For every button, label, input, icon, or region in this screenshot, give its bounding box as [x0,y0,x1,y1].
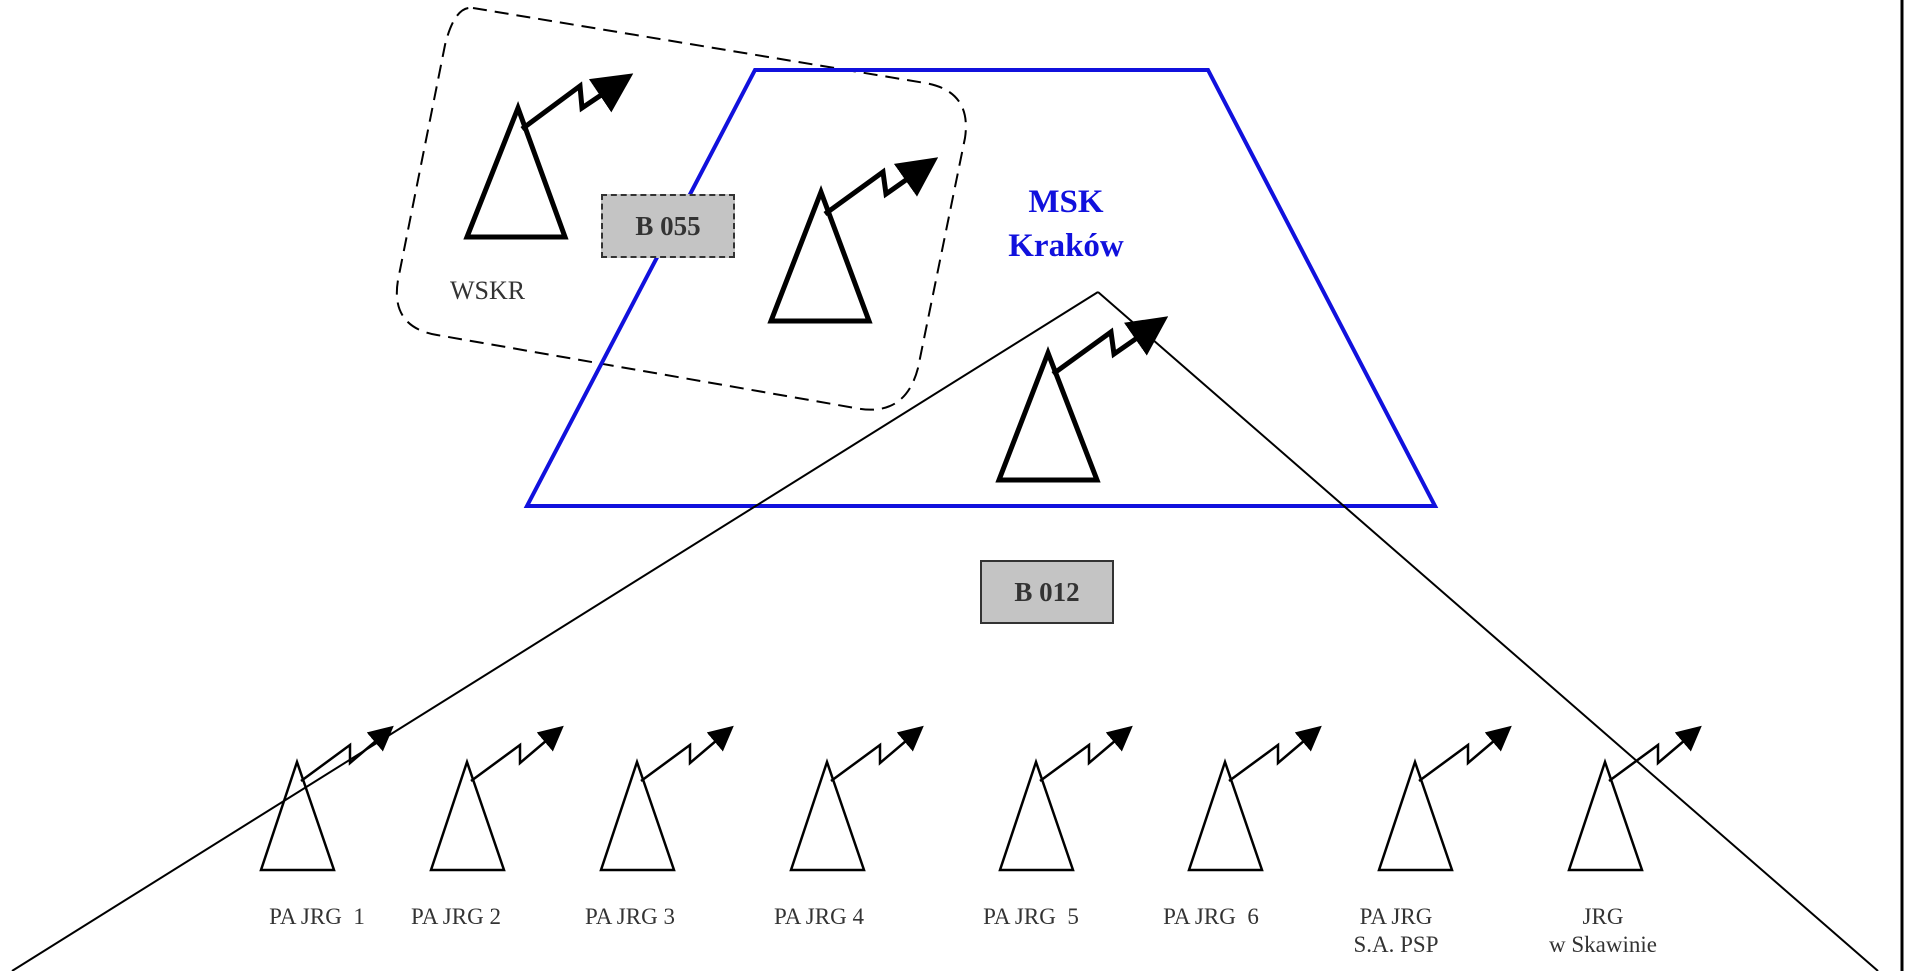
station-label-3: PA JRG 3 [585,903,675,931]
station-antennas [259,725,1702,872]
radio-signal-arrow-icon [470,725,564,783]
station-label-line2: S.A. PSP [1353,932,1439,957]
station-label-2: PA JRG 2 [411,903,501,931]
radio-signal-arrow-icon [1051,316,1169,377]
station-label-7: PA JRG S.A. PSP [1353,903,1438,959]
station-label-line1: PA JRG 4 [774,904,864,929]
msk-antenna [995,316,1169,483]
station-label-line1: PA JRG 1 [269,904,365,929]
radio-signal-arrow-icon [300,725,394,783]
station-label-line1: PA JRG 6 [1163,904,1259,929]
antenna-tower-icon [599,758,676,872]
station-label-5: PA JRG 5 [983,903,1079,931]
station-antenna-5 [998,725,1133,872]
wskr-antenna [463,73,634,240]
msk-krakow-region [523,68,1439,508]
station-label-8: JRG w Skawinie [1549,903,1657,959]
coverage-line-left [11,291,1099,971]
station-label-line1: JRG [1582,904,1624,929]
antenna-tower-icon [259,758,336,872]
station-label-line1: PA JRG 5 [983,904,1079,929]
msk-title-line1: MSK [1028,184,1104,220]
antenna-tower-icon [1187,758,1264,872]
station-antenna-2 [429,725,564,872]
b055-box: B 055 [601,194,735,258]
radio-signal-arrow-icon [1039,725,1133,783]
radio-signal-arrow-icon [1228,725,1322,783]
station-antenna-6 [1187,725,1322,872]
station-antenna-8 [1567,725,1702,872]
b012-box: B 012 [980,560,1114,624]
coverage-line-right [1097,291,1879,971]
antenna-tower-icon [789,758,866,872]
station-label-4: PA JRG 4 [774,903,864,931]
station-label-line2: w Skawinie [1549,932,1657,957]
station-antenna-1 [259,725,394,872]
station-antenna-3 [599,725,734,872]
msk-title-line2: Kraków [1008,228,1124,264]
station-label-1: PA JRG 1 [269,903,365,931]
b055-antenna [767,157,939,324]
antenna-tower-icon [463,100,569,240]
radio-signal-arrow-icon [823,157,939,217]
radio-signal-arrow-icon [640,725,734,783]
msk-krakow-title: MSK Kraków [1008,180,1124,268]
wskr-label: WSKR [450,276,526,305]
radio-signal-arrow-icon [830,725,924,783]
antenna-tower-icon [429,758,506,872]
station-label-line1: PA JRG 2 [411,904,501,929]
antenna-tower-icon [767,184,873,324]
station-label-line1: PA JRG [1359,904,1433,929]
radio-signal-arrow-icon [1608,725,1702,783]
radio-signal-arrow-icon [520,73,634,132]
antenna-tower-icon [1377,758,1454,872]
station-antenna-4 [789,725,924,872]
station-label-6: PA JRG 6 [1163,903,1259,931]
station-antenna-7 [1377,725,1512,872]
antenna-tower-icon [1567,758,1644,872]
antenna-tower-icon [995,346,1101,483]
antenna-tower-icon [998,758,1075,872]
station-label-line1: PA JRG 3 [585,904,675,929]
radio-signal-arrow-icon [1418,725,1512,783]
wskr-region [395,6,967,411]
